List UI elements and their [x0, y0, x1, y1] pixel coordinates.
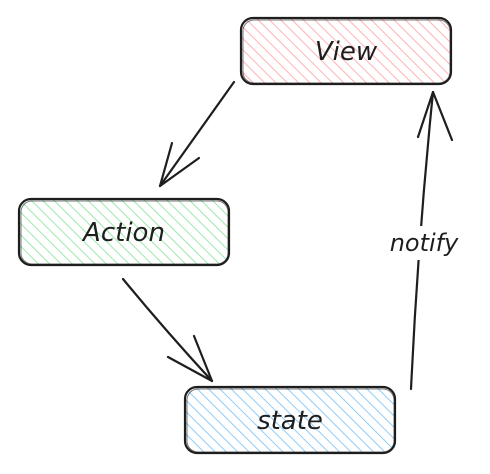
edge-state-to-view-arrowhead — [416, 90, 454, 142]
node-state[interactable]: state — [183, 385, 397, 455]
edge-action-to-state[interactable] — [121, 277, 214, 383]
edge-action-to-state-line — [121, 277, 214, 383]
node-state-label: state — [257, 406, 323, 436]
edge-view-to-action-arrowhead — [158, 141, 201, 188]
edge-state-to-view-label: notify — [390, 229, 459, 257]
node-view-box — [239, 16, 453, 86]
node-action[interactable]: Action — [17, 197, 231, 267]
node-view[interactable]: View — [239, 16, 453, 86]
edge-state-to-view[interactable]: notify — [377, 90, 471, 391]
node-view-label: View — [315, 37, 378, 67]
node-state-box — [183, 385, 397, 455]
edge-action-to-state-arrowhead — [166, 334, 214, 383]
edge-view-to-action[interactable] — [158, 80, 236, 188]
edge-view-to-action-line — [158, 80, 236, 188]
edge-label-background — [377, 226, 471, 260]
node-action-label: Action — [81, 218, 165, 248]
node-action-box — [17, 197, 231, 267]
